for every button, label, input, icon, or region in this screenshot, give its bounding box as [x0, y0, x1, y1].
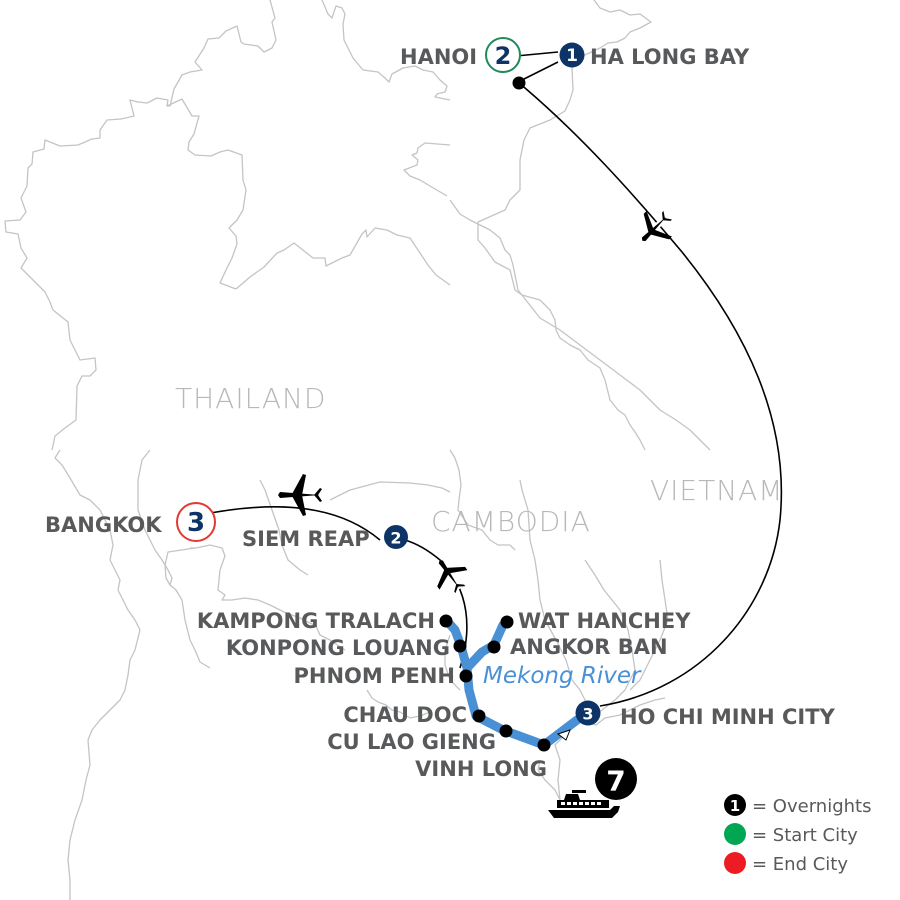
hanoi-halong-link-top [515, 51, 559, 57]
ho-chi-minh-city-badge: 3 [575, 700, 601, 726]
stop-dot-phnom-penh [459, 669, 473, 683]
flight-route-siem-reap-bangkok [199, 506, 381, 541]
stop-dot-angkor-ban [487, 640, 501, 654]
city-label-cu-lao-gieng: CU LAO GIENG [327, 730, 496, 754]
legend-end-city-label: = End City [752, 854, 848, 875]
stop-dot-kampong-tralach [439, 614, 453, 628]
city-label-hanoi: HANOI [400, 45, 477, 69]
flight-route-hanoi-hcmc [519, 83, 783, 707]
city-label-phnom-penh: PHNOM PENH [294, 664, 456, 688]
legend: 1 = Overnights = Start City = End City [724, 794, 871, 875]
city-label-ha-long-bay: HA LONG BAY [590, 45, 750, 69]
bangkok-nights: 3 [187, 508, 205, 538]
river-direction-arrow-icon [556, 729, 571, 741]
ha-long-bay-nights: 1 [566, 46, 578, 66]
legend-start-city-label: = Start City [752, 825, 858, 846]
city-label-bangkok: BANGKOK [45, 513, 162, 537]
cruise-nights-badge: 7 [595, 758, 637, 800]
siem-reap-nights: 2 [390, 529, 401, 548]
cruise-ship-icon [548, 790, 620, 818]
country-label-cambodia: CAMBODIA [431, 505, 591, 538]
river-label-mekong: Mekong River [483, 663, 642, 689]
city-label-wat-hanchey: WAT HANCHEY [518, 609, 691, 633]
ho-chi-minh-city-nights: 3 [582, 705, 593, 724]
country-borders [4, 0, 711, 900]
flight-routes [199, 51, 783, 707]
city-label-konpong-louang: KONPONG LOUANG [226, 636, 450, 660]
stop-dots [439, 76, 551, 752]
legend-overnights-icon: 1 [724, 794, 746, 816]
svg-text:1: 1 [730, 797, 740, 815]
country-label-thailand: THAILAND [175, 382, 326, 415]
stop-dot-chau-doc [472, 709, 486, 723]
stop-dot-cu-lao-gieng [499, 724, 513, 738]
stop-dot-wat-hanchey [500, 615, 514, 629]
country-label-vietnam: VIETNAM [650, 474, 783, 507]
airplane-icon-phnom-penh-siem-reap [437, 560, 468, 594]
siem-reap-badge: 2 [384, 525, 408, 549]
legend-end-city-icon [724, 852, 746, 874]
stop-dot-hanoi-airport [512, 76, 526, 90]
stop-dot-vinh-long [537, 738, 551, 752]
city-label-chau-doc: CHAU DOC [343, 703, 467, 727]
hanoi-nights: 2 [495, 42, 512, 70]
stop-dot-konpong-louang [453, 639, 467, 653]
legend-overnights-label: = Overnights [752, 796, 871, 817]
city-label-vinh-long: VINH LONG [415, 757, 547, 781]
hanoi-start-badge: 2 [485, 37, 521, 73]
airplane-icon-hanoi-hcmc [641, 211, 672, 242]
city-label-kampong-tralach: KAMPONG TRALACH [197, 609, 435, 633]
city-label-angkor-ban: ANGKOR BAN [510, 635, 668, 659]
legend-start-city-icon [724, 823, 746, 845]
city-label-ho-chi-minh-city: HO CHI MINH CITY [620, 705, 836, 729]
city-label-siem-reap: SIEM REAP [242, 527, 370, 551]
bangkok-end-badge: 3 [176, 502, 216, 542]
hanoi-halong-link-bottom [521, 61, 559, 81]
cruise-nights: 7 [606, 765, 625, 798]
ha-long-bay-badge: 1 [559, 42, 585, 68]
airplane-icon-siem-reap-bangkok [278, 474, 322, 516]
